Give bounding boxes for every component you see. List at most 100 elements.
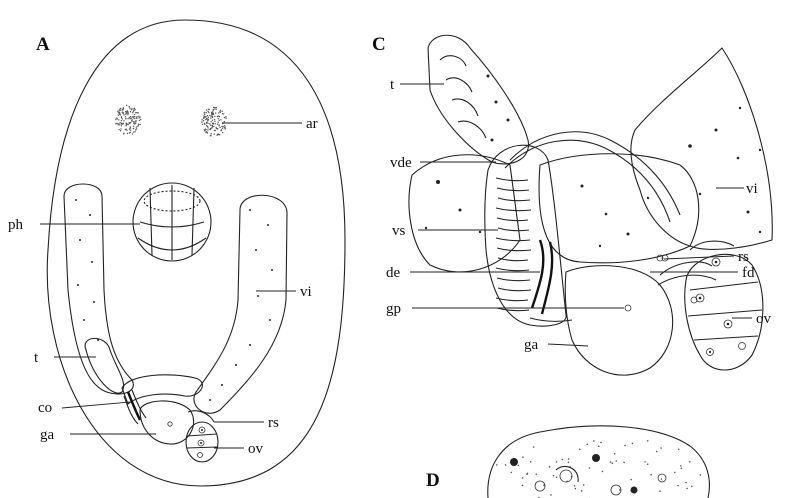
eye-spot-stipple bbox=[219, 109, 222, 111]
eye-spot-stipple bbox=[118, 109, 120, 112]
panel-a: A bbox=[8, 19, 346, 487]
eye-spot-stipple bbox=[133, 122, 135, 124]
eye-spot-stipple bbox=[137, 112, 139, 114]
eye-spot-stipple bbox=[221, 110, 223, 113]
eye-spot-stipple bbox=[120, 109, 122, 112]
stipple-dot bbox=[510, 471, 513, 474]
eye-spot-stipple bbox=[117, 114, 120, 116]
eye-spot-stipple bbox=[138, 119, 141, 122]
eye-spot-stipple bbox=[210, 115, 212, 117]
eye-spot-stipple bbox=[132, 116, 135, 118]
eye-spot-stipple bbox=[120, 119, 123, 122]
stipple-dot bbox=[673, 471, 676, 474]
vitellarium-dots-c bbox=[424, 106, 762, 248]
hatch-line bbox=[495, 267, 530, 272]
eye-spot-stipple bbox=[132, 110, 134, 113]
eye-spot-stipple bbox=[212, 109, 214, 111]
stipple-dot bbox=[526, 473, 528, 476]
eye-spot-stipple bbox=[136, 116, 138, 118]
eye-spot-stipple bbox=[213, 129, 216, 132]
stipple-dot bbox=[685, 481, 687, 484]
eye-spot-stipple bbox=[207, 118, 209, 120]
stipple-dot bbox=[588, 467, 591, 469]
eye-spot-stipple bbox=[206, 125, 209, 128]
vitellarium-dot bbox=[271, 269, 273, 271]
eye-spot-stipple bbox=[220, 129, 223, 131]
eye-spot-stipple bbox=[132, 112, 134, 114]
stipple-dot bbox=[655, 450, 658, 453]
eye-spot-stipple bbox=[122, 107, 124, 109]
eye-spot-stipple bbox=[205, 112, 207, 114]
hatch-line bbox=[495, 177, 529, 182]
testis-c bbox=[427, 34, 529, 165]
eye-spot-stipple bbox=[218, 124, 220, 126]
label-c-fd: fd bbox=[742, 265, 755, 281]
eye-spot-stipple bbox=[126, 110, 128, 112]
eye-spot-stipple bbox=[207, 116, 210, 119]
hatch-line bbox=[497, 227, 530, 232]
stipple-dot bbox=[646, 439, 649, 442]
eye-spot-stipple bbox=[117, 110, 119, 113]
vitellarium-dot bbox=[269, 319, 271, 321]
eye-spot-stipple bbox=[218, 133, 220, 136]
stipple-dot bbox=[611, 462, 614, 465]
eye-spot-stipple bbox=[118, 113, 121, 115]
eye-spot-stipple bbox=[209, 127, 212, 130]
stipple-dot bbox=[660, 447, 662, 449]
eye-spot-stipple bbox=[129, 111, 132, 113]
stipple-dot bbox=[522, 456, 524, 458]
hatch-line bbox=[497, 257, 529, 262]
eye-spot-stipple bbox=[216, 115, 219, 118]
vitellarium-dot bbox=[436, 180, 440, 184]
stipple-dot bbox=[677, 448, 680, 451]
vitellarium-dot bbox=[604, 212, 608, 216]
eye-spot-stipple bbox=[204, 130, 206, 132]
panel-letter-a: A bbox=[36, 34, 50, 55]
eye-spot-stipple bbox=[204, 113, 206, 116]
eye-spot-stipple bbox=[214, 123, 216, 125]
eye-spot-stipple bbox=[116, 118, 119, 120]
eye-spot-stipple bbox=[222, 131, 224, 134]
eye-spot-stipple bbox=[208, 111, 210, 114]
eye-spot-stipple bbox=[205, 128, 207, 131]
hatch-line bbox=[497, 287, 532, 292]
vitellarium-dot bbox=[209, 399, 211, 401]
eye-spot-stipple bbox=[138, 115, 140, 118]
hatch-line bbox=[496, 277, 531, 282]
eye-spot-stipple bbox=[223, 127, 226, 129]
eye-spot-stipple bbox=[218, 112, 220, 114]
eye-spot-stipple bbox=[134, 130, 136, 133]
label-t: t bbox=[34, 350, 39, 366]
vitellarium-dot bbox=[580, 184, 584, 188]
stipple-dot bbox=[521, 484, 524, 487]
eye-spot-stipple bbox=[133, 121, 135, 123]
eye-spot-stipple bbox=[211, 124, 214, 127]
stipple-dot bbox=[593, 440, 595, 442]
vitellarium-dot bbox=[458, 208, 462, 212]
eye-spot-stipple bbox=[201, 121, 203, 123]
eye-spot-stipple bbox=[129, 129, 132, 131]
vesicle-hatching bbox=[495, 177, 532, 312]
eye-spot-stipple bbox=[130, 121, 132, 124]
label-ov: ov bbox=[248, 441, 264, 457]
eye-spot-stipple bbox=[205, 122, 208, 124]
label-c-rs: rs bbox=[738, 249, 749, 265]
vitellarium-dot bbox=[77, 284, 79, 286]
panel-letter-d: D bbox=[426, 470, 440, 491]
stipple-dot bbox=[521, 477, 524, 479]
eye-spot-stipple bbox=[135, 126, 138, 128]
eye-spot-stipple bbox=[211, 119, 214, 121]
eye-spot-stipple bbox=[219, 111, 222, 113]
stipple-dot bbox=[561, 458, 564, 461]
stipple-dot bbox=[624, 444, 626, 447]
eye-spot-stipple bbox=[201, 123, 204, 126]
label-co: co bbox=[38, 400, 52, 416]
eye-spot-stipple bbox=[204, 123, 206, 126]
eye-spot-stipple bbox=[121, 108, 124, 111]
eye-spot-stipple bbox=[120, 122, 123, 125]
vitellarium-c-mid bbox=[538, 153, 700, 264]
eye-spot-stipple bbox=[220, 119, 222, 121]
stipple-dot bbox=[686, 487, 688, 490]
stipple-dot bbox=[600, 441, 602, 444]
vitellarium-dot bbox=[249, 209, 251, 211]
